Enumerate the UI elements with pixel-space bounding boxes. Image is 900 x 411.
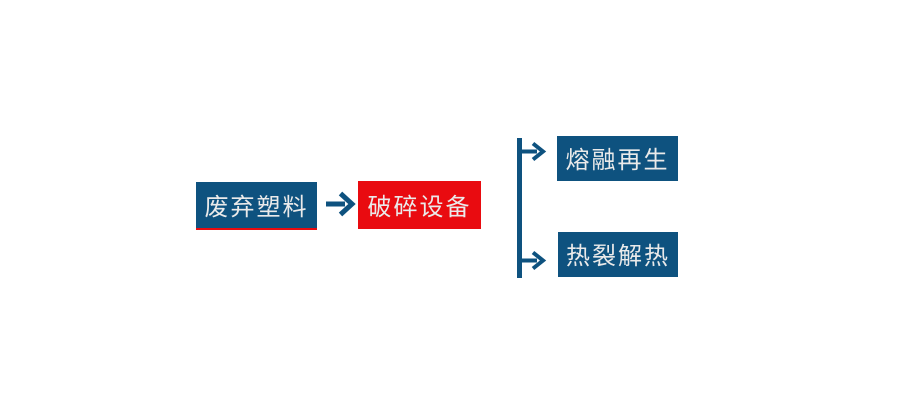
branch-arrow-top-head bbox=[531, 141, 547, 162]
main-arrow bbox=[326, 191, 356, 217]
node-waste-plastic-label: 废弃塑料 bbox=[204, 193, 309, 221]
main-arrow-head bbox=[338, 191, 356, 217]
node-pyrolysis-label: 热裂解热 bbox=[566, 243, 670, 270]
node-melt-regeneration-label: 熔融再生 bbox=[565, 147, 670, 174]
branch-arrow-bottom bbox=[519, 250, 547, 271]
node-pyrolysis: 热裂解热 bbox=[558, 232, 678, 277]
node-crushing-equipment-label: 破碎设备 bbox=[367, 193, 472, 221]
node-waste-plastic: 废弃塑料 bbox=[196, 182, 317, 230]
node-melt-regeneration: 熔融再生 bbox=[557, 136, 678, 181]
branch-arrow-bottom-head bbox=[531, 250, 547, 271]
node-crushing-equipment: 破碎设备 bbox=[358, 181, 481, 229]
branch-arrow-top bbox=[519, 141, 547, 162]
